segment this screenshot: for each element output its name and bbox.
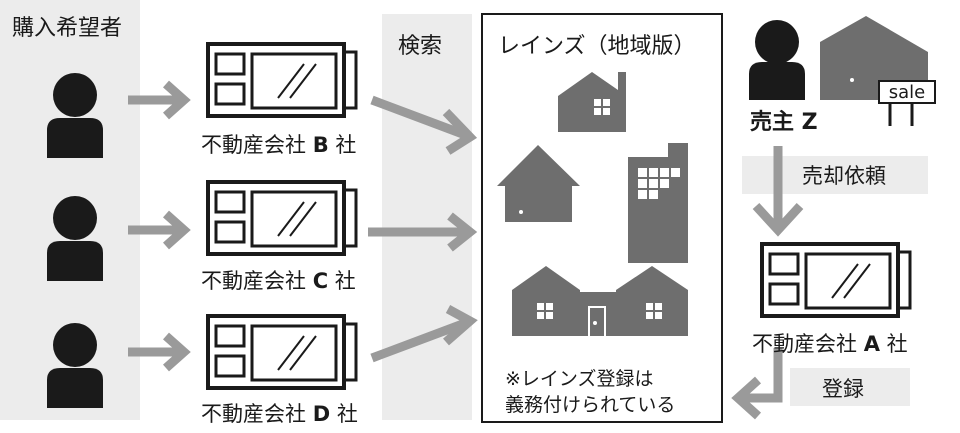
office-icon <box>206 314 358 390</box>
sale-request-label: 売却依頼 <box>802 164 886 188</box>
buyers-title: 購入希望者 <box>12 16 123 41</box>
seller-icon <box>749 20 805 100</box>
arrow-seller-to-company-a <box>752 146 804 237</box>
arrow-company-c-to-reins <box>368 212 478 252</box>
house-for-sale-icon <box>820 16 928 126</box>
arrow-company-d-to-reins <box>370 305 478 363</box>
arrow-buyer-to-company-b <box>128 80 191 120</box>
company-label-b: 不動産会社 B 社 <box>201 133 357 157</box>
company-label-a: 不動産会社 A 社 <box>752 332 908 356</box>
reins-title: レインズ（地域版） <box>498 34 696 59</box>
arrow-buyer-to-company-d <box>128 332 191 372</box>
company-label-d: 不動産会社 D 社 <box>201 402 358 426</box>
sale-sign: sale <box>878 80 936 104</box>
search-band <box>382 14 472 420</box>
search-title: 検索 <box>398 34 443 59</box>
office-icon <box>760 242 912 318</box>
seller-name: 売主 Z <box>750 110 818 135</box>
register-label: 登録 <box>822 377 864 401</box>
house-icon <box>512 266 688 336</box>
register-band <box>790 368 910 406</box>
reins-note: ※レインズ登録は 義務付けられている <box>505 366 710 418</box>
office-icon <box>206 180 358 256</box>
office-icon <box>206 42 358 118</box>
house-icon <box>497 145 580 222</box>
arrow-company-a-to-reins <box>731 348 783 420</box>
arrow-buyer-to-company-c <box>128 210 191 250</box>
person-icon <box>47 73 103 158</box>
arrow-company-b-to-reins <box>370 95 478 155</box>
house-icon <box>558 72 626 132</box>
person-icon <box>47 323 103 408</box>
request-band <box>742 156 928 194</box>
reins-note-line-2: 義務付けられている <box>505 394 676 416</box>
building-icon <box>628 143 688 263</box>
company-label-c: 不動産会社 C 社 <box>201 269 356 293</box>
reins-note-line-1: ※レインズ登録は <box>505 368 654 390</box>
person-icon <box>47 196 103 281</box>
